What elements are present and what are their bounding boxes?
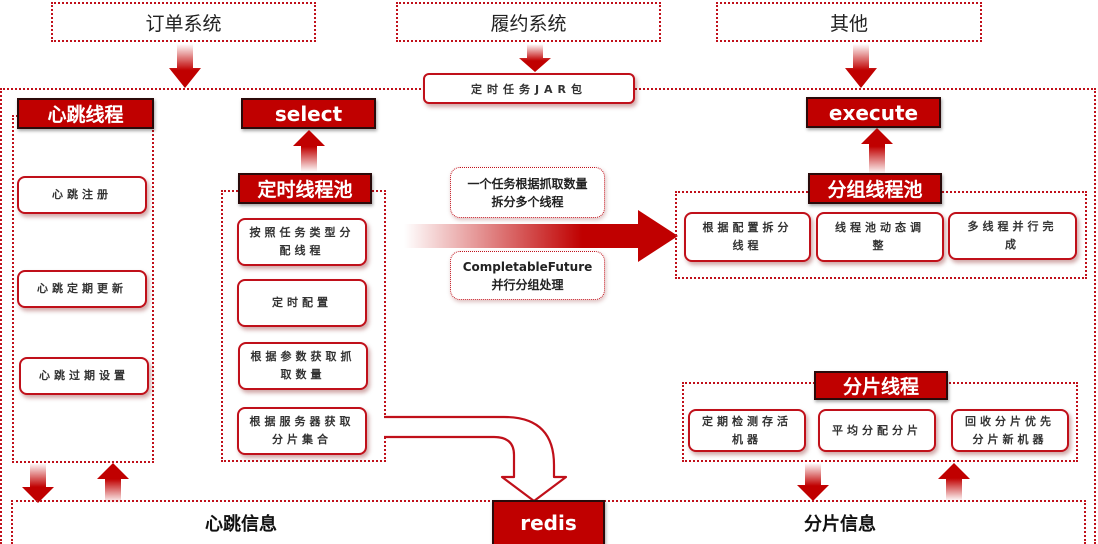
- timer-pool-title: 定时线程池: [238, 173, 372, 204]
- card-text: 多线程并行完成: [967, 220, 1058, 251]
- heartbeat-thread-title: 心跳线程: [17, 98, 154, 129]
- card-text: 线程池动态调整: [835, 221, 925, 252]
- shard-info-label: 分片信息: [804, 514, 876, 535]
- group-split-card: 根据配置拆分线程: [684, 212, 811, 262]
- select-label-box: select: [241, 98, 376, 129]
- redis-label: redis: [520, 511, 577, 535]
- card-text: 根据参数获取抓取数量: [250, 350, 356, 381]
- completable-future-card: CompletableFuture 并行分组处理: [450, 251, 605, 300]
- heartbeat-update-card: 心跳定期更新: [17, 270, 147, 308]
- card-text: 回收分片优先分片新机器: [965, 414, 1055, 446]
- other-system-box: 其他: [716, 2, 982, 42]
- jar-package-label: 定时任务JAR包: [470, 82, 588, 96]
- redis-box: redis: [492, 500, 605, 544]
- parallel-group-text: 并行分组处理: [491, 277, 564, 292]
- group-dynamic-card: 线程池动态调整: [816, 212, 944, 262]
- card-text: 平均分配分片: [832, 423, 922, 437]
- other-system-label: 其他: [829, 12, 868, 35]
- fulfillment-system-label: 履约系统: [490, 12, 567, 35]
- card-text: 根据服务器获取分片集合: [249, 415, 355, 446]
- split-note-card: 一个任务根据抓取数量拆分多个线程: [450, 167, 605, 218]
- card-text: 定期检测存活机器: [702, 414, 792, 446]
- split-note-text: 一个任务根据抓取数量拆分多个线程: [467, 176, 588, 209]
- timer-pool-title-text: 定时线程池: [257, 179, 353, 201]
- timer-shard-set-card: 根据服务器获取分片集合: [237, 407, 367, 455]
- down-arrow-icon: [845, 44, 877, 88]
- shard-detect-card: 定期检测存活机器: [688, 409, 806, 452]
- order-system-label: 订单系统: [145, 12, 222, 35]
- heartbeat-info-label: 心跳信息: [205, 514, 277, 535]
- shard-thread-title-text: 分片线程: [842, 376, 919, 398]
- timer-config-card: 定时配置: [237, 279, 367, 327]
- card-text: 心跳定期更新: [37, 282, 127, 295]
- jar-package-box: 定时任务JAR包: [423, 73, 635, 104]
- shard-reclaim-card: 回收分片优先分片新机器: [951, 409, 1069, 452]
- card-text: 心跳注册: [52, 188, 112, 201]
- select-label: select: [274, 101, 343, 126]
- group-parallel-card: 多线程并行完成: [948, 212, 1077, 260]
- shard-thread-title: 分片线程: [814, 371, 948, 400]
- order-system-box: 订单系统: [51, 2, 316, 42]
- completable-future-text: CompletableFuture: [462, 259, 593, 274]
- down-arrow-icon: [22, 463, 54, 503]
- execute-label: execute: [828, 100, 919, 125]
- right-arrow-icon: [404, 210, 678, 262]
- heartbeat-register-card: 心跳注册: [17, 176, 147, 214]
- fulfillment-system-box: 履约系统: [396, 2, 661, 42]
- up-arrow-icon: [861, 128, 893, 174]
- group-pool-title-text: 分组线程池: [827, 179, 923, 201]
- up-arrow-icon: [97, 463, 129, 503]
- card-text: 心跳过期设置: [39, 369, 129, 382]
- heartbeat-expire-card: 心跳过期设置: [19, 357, 149, 395]
- down-arrow-icon: [519, 44, 551, 72]
- shard-assign-card: 平均分配分片: [818, 409, 936, 452]
- timer-fetch-count-card: 根据参数获取抓取数量: [238, 342, 368, 390]
- group-pool-title: 分组线程池: [808, 173, 942, 204]
- heartbeat-thread-title-text: 心跳线程: [47, 104, 124, 126]
- up-arrow-icon: [938, 463, 970, 501]
- timer-assign-card: 按照任务类型分配线程: [237, 218, 367, 266]
- down-arrow-icon: [797, 463, 829, 501]
- up-arrow-icon: [293, 130, 325, 172]
- execute-label-box: execute: [806, 97, 941, 128]
- card-text: 根据配置拆分线程: [702, 221, 793, 252]
- card-text: 定时配置: [272, 296, 332, 309]
- to-redis-arrow-icon: [384, 415, 568, 503]
- down-arrow-icon: [169, 44, 201, 88]
- card-text: 按照任务类型分配线程: [249, 226, 355, 257]
